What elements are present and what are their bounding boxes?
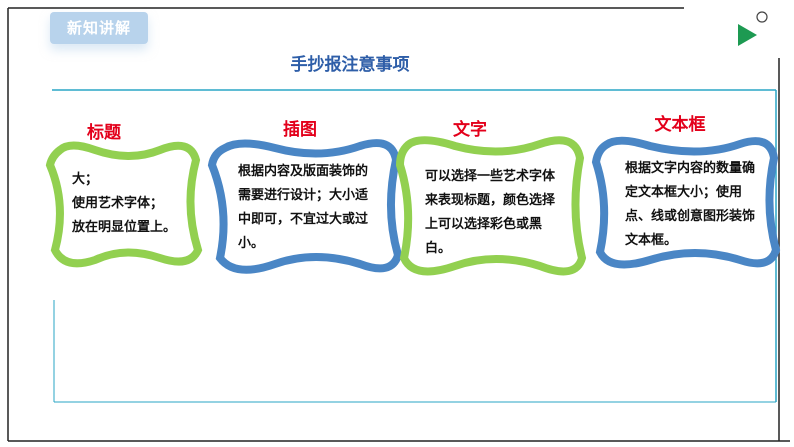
card-text-4: 根据文字内容的数量确定文本框大小；使用点、线或创意图形装饰文本框。 [625,161,756,248]
card-text-3: 可以选择一些艺术字体来表现标题，颜色选择上可以选择彩色或黑白。 [425,169,556,256]
card-title-1: 标题 [87,123,121,143]
card-text-1: 大； 使用艺术字体； 放在明显位置上。 [72,172,177,235]
badge-label: 新知讲解 [66,19,131,37]
section-badge: 新知讲解 [50,12,148,44]
play-triangle-icon[interactable] [738,24,757,46]
card-border-3 [395,136,587,276]
card-border-2 [207,139,403,274]
small-circle-icon [756,11,768,23]
card-title-2: 插图 [283,120,317,140]
card-title-3: 文字 [453,120,487,140]
card-border-4 [591,136,781,269]
page-title: 手抄报注意事项 [290,55,410,75]
card-border-1 [45,141,203,268]
card-text-2: 根据内容及版面装饰的需要进行设计；大小适中即可，不宜过大或过小。 [238,164,369,251]
card-title-4: 文本框 [654,115,706,135]
